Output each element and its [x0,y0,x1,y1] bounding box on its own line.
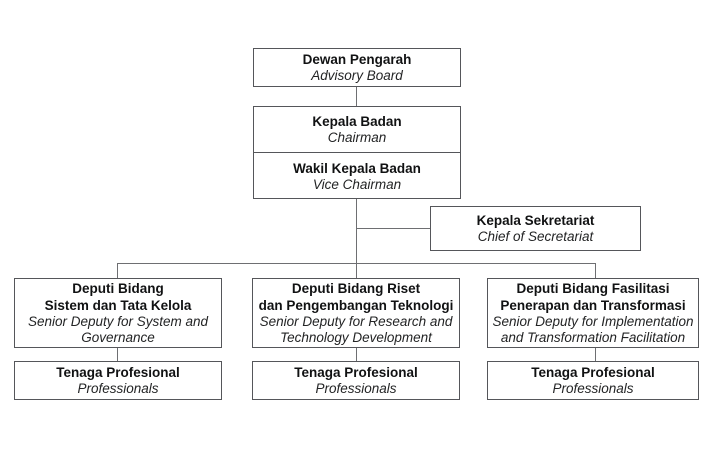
chairman-subtitle: Chairman [327,130,387,145]
connector-deputy-research-to-professionals [356,348,357,361]
org-box-professionals-system: Tenaga Profesional Professionals [14,361,222,400]
vice-chairman-title: Wakil Kepala Badan [293,160,421,176]
deputy-system-subtitle: Senior Deputy for System and Governance [27,314,209,345]
professionals-system-subtitle: Professionals [77,381,159,396]
org-box-professionals-research: Tenaga Profesional Professionals [252,361,460,400]
org-box-chairman: Kepala Badan Chairman [254,107,460,153]
org-box-deputy-implementation-transformation: Deputi Bidang Fasilitasi Penerapan dan T… [487,278,699,348]
connector-trunk-to-secretariat [357,228,430,229]
connector-deputy-implementation-to-professionals [595,348,596,361]
deputy-implementation-title: Deputi Bidang Fasilitasi Penerapan dan T… [500,281,686,313]
org-box-secretariat: Kepala Sekretariat Chief of Secretariat [430,206,641,251]
org-box-chairman-group: Kepala Badan Chairman Wakil Kepala Badan… [253,106,461,199]
deputy-implementation-subtitle: Senior Deputy for Implementation and Tra… [492,314,694,345]
professionals-implementation-subtitle: Professionals [552,381,634,396]
connector-drop-deputy-research [356,263,357,278]
secretariat-title: Kepala Sekretariat [476,213,595,228]
org-box-deputy-system-governance: Deputi Bidang Sistem dan Tata Kelola Sen… [14,278,222,348]
deputy-research-title: Deputi Bidang Riset dan Pengembangan Tek… [258,281,454,313]
deputy-system-title: Deputi Bidang Sistem dan Tata Kelola [44,281,192,313]
advisory-board-title: Dewan Pengarah [302,52,412,67]
org-box-professionals-implementation: Tenaga Profesional Professionals [487,361,699,400]
professionals-research-title: Tenaga Profesional [294,365,418,380]
professionals-implementation-title: Tenaga Profesional [531,365,655,380]
org-box-advisory-board: Dewan Pengarah Advisory Board [253,48,461,87]
connector-drop-deputy-implementation [595,263,596,278]
connector-advisory-to-chairman [356,87,357,106]
professionals-system-title: Tenaga Profesional [56,365,180,380]
org-box-vice-chairman: Wakil Kepala Badan Vice Chairman [254,153,460,199]
connector-drop-deputy-system [117,263,118,278]
connector-deputy-system-to-professionals [117,348,118,361]
vice-chairman-subtitle: Vice Chairman [312,176,402,192]
secretariat-subtitle: Chief of Secretariat [477,229,594,244]
connector-trunk [356,198,357,263]
chairman-title: Kepala Badan [312,114,402,129]
advisory-board-subtitle: Advisory Board [311,68,403,83]
professionals-research-subtitle: Professionals [315,381,397,396]
deputy-research-subtitle: Senior Deputy for Research and Technolog… [259,314,453,345]
org-box-deputy-research-technology: Deputi Bidang Riset dan Pengembangan Tek… [252,278,460,348]
